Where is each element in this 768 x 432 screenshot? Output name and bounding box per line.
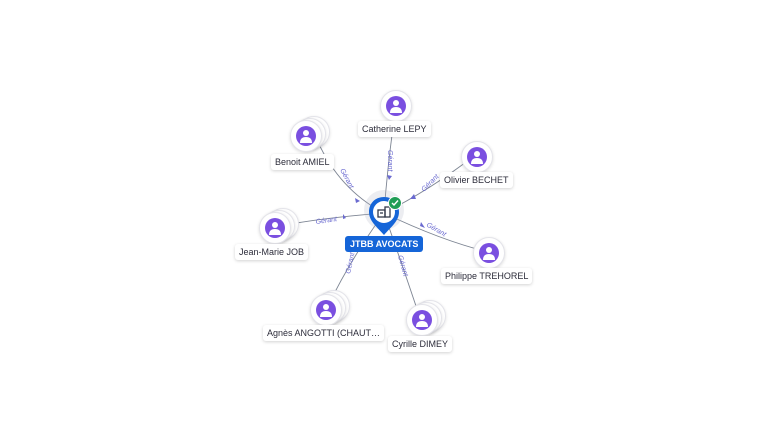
person-label-jeanmarie[interactable]: Jean-Marie JOB xyxy=(235,244,309,260)
avatar xyxy=(380,90,412,122)
person-node-cyrille[interactable] xyxy=(404,300,446,344)
avatar xyxy=(310,294,342,326)
avatar xyxy=(290,120,322,152)
person-label-agnes[interactable]: Agnès ANGOTTI (CHAUT… xyxy=(263,325,385,341)
edge-label-philippe: Gérant xyxy=(425,222,448,239)
avatar xyxy=(259,212,291,244)
company-label[interactable]: JTBB AVOCATS xyxy=(345,236,424,252)
person-icon xyxy=(296,126,316,146)
person-node-benoit[interactable] xyxy=(288,116,330,160)
edge-label-olivier: Gérant xyxy=(420,173,441,194)
person-icon xyxy=(479,243,499,263)
person-icon xyxy=(467,147,487,167)
person-label-benoit[interactable]: Benoit AMIEL xyxy=(271,154,334,170)
avatar xyxy=(461,141,493,173)
edge-label-benoit: Gérant xyxy=(338,168,355,191)
person-label-philippe[interactable]: Philippe TREHOREL xyxy=(441,268,533,284)
avatar xyxy=(473,237,505,269)
edge-label-catherine: Gérant xyxy=(386,150,393,172)
person-node-olivier[interactable] xyxy=(461,141,501,181)
person-label-cyrille[interactable]: Cyrille DIMEY xyxy=(388,336,453,352)
person-node-catherine[interactable] xyxy=(380,90,420,130)
person-icon xyxy=(412,310,432,330)
person-icon xyxy=(386,96,406,116)
person-icon xyxy=(316,300,336,320)
edge-arrow xyxy=(420,222,425,228)
edge-arrow xyxy=(355,198,360,203)
avatar xyxy=(406,304,438,336)
edge-arrow xyxy=(410,194,416,199)
person-label-olivier[interactable]: Olivier BECHET xyxy=(440,172,513,188)
person-icon xyxy=(265,218,285,238)
person-node-philippe[interactable] xyxy=(473,237,513,277)
edge-arrow xyxy=(387,175,392,180)
edge-label-jeanmarie: Gérant xyxy=(315,216,338,226)
person-node-agnes[interactable] xyxy=(308,290,350,334)
edge-label-cyrille: Gérant xyxy=(396,255,409,279)
edge-label-agnes: Gérant xyxy=(345,251,357,274)
person-node-jeanmarie[interactable] xyxy=(257,208,299,252)
check-icon xyxy=(388,196,402,210)
edge-arrow xyxy=(343,214,346,219)
building-icon xyxy=(377,206,391,218)
person-label-catherine[interactable]: Catherine LEPY xyxy=(358,121,431,137)
